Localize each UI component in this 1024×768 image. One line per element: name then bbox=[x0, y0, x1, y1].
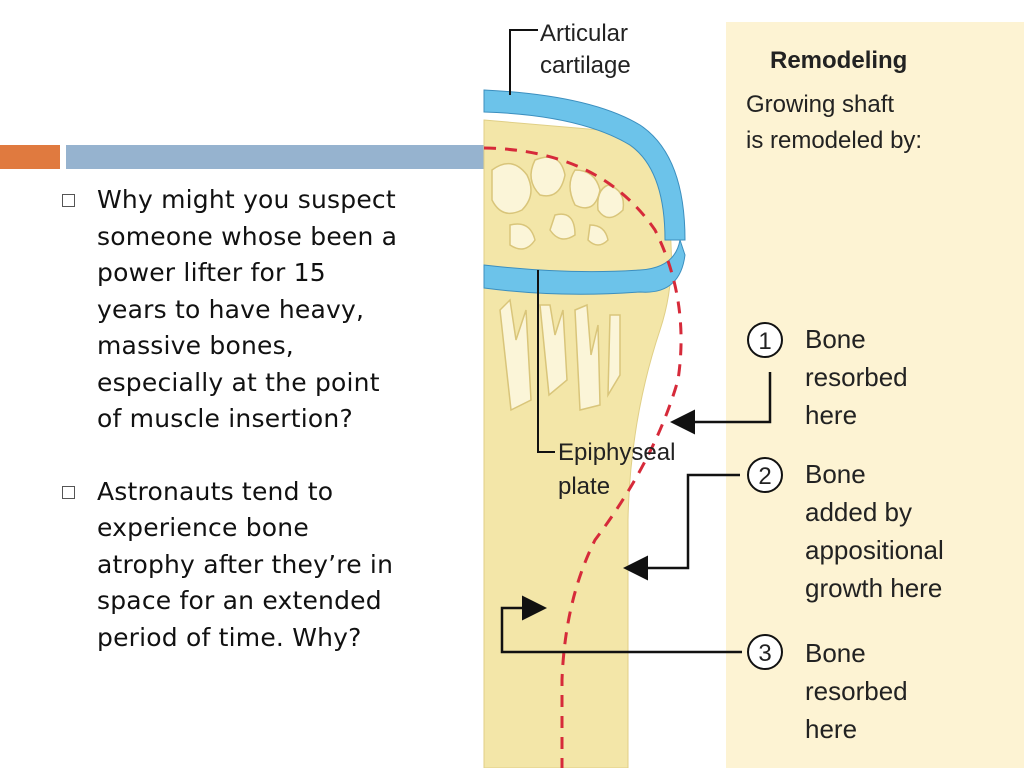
panel-title: Remodeling bbox=[770, 47, 907, 74]
step-2-label: Bone added by appositional growth here bbox=[805, 459, 951, 603]
step-2-number: 2 bbox=[758, 463, 771, 490]
articular-cartilage bbox=[483, 89, 686, 241]
step-3-circle bbox=[747, 634, 783, 670]
bone-remodeling-diagram: Articular cartilage Epiphyseal plate Rem… bbox=[480, 0, 1024, 768]
step-2-arrow bbox=[623, 473, 740, 581]
epiphyseal-plate-label: Epiphyseal plate bbox=[558, 439, 682, 500]
panel-subtitle: Growing shaft is remodeled by: bbox=[746, 91, 922, 154]
epiphyseal-plate bbox=[483, 239, 686, 295]
square-bullet-icon bbox=[62, 485, 75, 499]
remodeling-outline-dashed bbox=[483, 146, 683, 768]
spongy-bone-texture bbox=[491, 156, 625, 250]
step-1-label: Bone resorbed here bbox=[805, 324, 915, 430]
epiphyseal-plate-leader bbox=[537, 270, 555, 453]
step-1-circle bbox=[747, 322, 783, 358]
bone-spicules bbox=[499, 298, 621, 412]
step-3-arrow bbox=[500, 595, 742, 654]
bullet-text: Why might you suspect someone whose been… bbox=[97, 185, 398, 433]
bullet-item: Astronauts tend to experience bone atrop… bbox=[62, 474, 472, 657]
bullet-text: Astronauts tend to experience bone atrop… bbox=[97, 476, 394, 652]
step-1-arrow bbox=[670, 372, 772, 435]
step-1-number: 1 bbox=[758, 328, 771, 355]
accent-bar-orange bbox=[0, 145, 60, 169]
articular-cartilage-label: Articular cartilage bbox=[540, 20, 635, 79]
bone-illustration: Articular cartilage Epiphyseal plate Rem… bbox=[483, 20, 1024, 768]
square-bullet-icon bbox=[62, 194, 75, 207]
bullet-list: Why might you suspect someone whose been… bbox=[62, 182, 472, 692]
articular-cartilage-leader bbox=[509, 29, 538, 95]
step-3-number: 3 bbox=[758, 640, 771, 667]
step-3-label: Bone resorbed here bbox=[805, 638, 915, 744]
accent-bar-blue bbox=[66, 145, 486, 169]
bullet-item: Why might you suspect someone whose been… bbox=[62, 182, 472, 438]
step-2-circle bbox=[747, 457, 783, 493]
